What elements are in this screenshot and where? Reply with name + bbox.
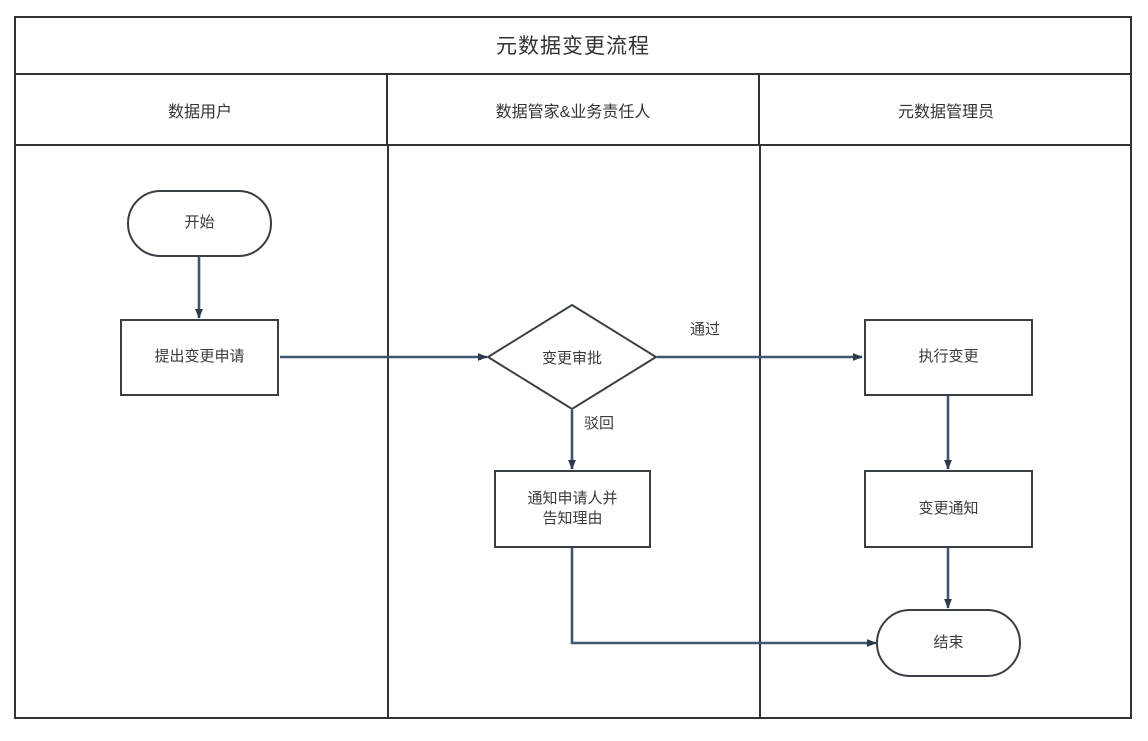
diagram-title: 元数据变更流程: [496, 34, 650, 58]
node-start[interactable]: 开始: [127, 190, 272, 257]
lane-divider-2: [759, 146, 761, 719]
lane-header-metadata-admin: 元数据管理员: [897, 103, 994, 121]
node-notify-label-line1: 通知申请人并: [527, 489, 618, 507]
lane-header-row: 数据用户 数据管家&业务责任人 元数据管理员: [14, 75, 1132, 146]
node-execute-change[interactable]: 执行变更: [864, 319, 1033, 396]
lane-header-data-user: 数据用户: [14, 75, 388, 144]
node-end[interactable]: 结束: [876, 609, 1021, 677]
node-change-notice[interactable]: 变更通知: [864, 470, 1033, 548]
node-submit-label: 提出变更申请: [154, 348, 245, 366]
node-change-approval[interactable]: 变更审批: [486, 303, 658, 411]
node-notify-label-line2: 告知理由: [542, 510, 603, 527]
lane-divider-1: [387, 146, 389, 719]
diagram-title-row: 元数据变更流程: [14, 16, 1132, 75]
edge-label-reject: 驳回: [581, 412, 618, 433]
node-submit-change-request[interactable]: 提出变更申请: [120, 319, 279, 396]
lane-header-data-steward: 数据管家&业务责任人: [388, 75, 760, 144]
node-notify-applicant[interactable]: 通知申请人并 告知理由: [494, 470, 651, 548]
node-end-label: 结束: [933, 633, 964, 651]
node-execute-label: 执行变更: [918, 348, 979, 366]
node-start-label: 开始: [184, 214, 215, 232]
diamond-shape: [486, 303, 658, 411]
node-change-notice-label: 变更通知: [918, 499, 979, 517]
edge-label-approve: 通过: [687, 318, 724, 339]
